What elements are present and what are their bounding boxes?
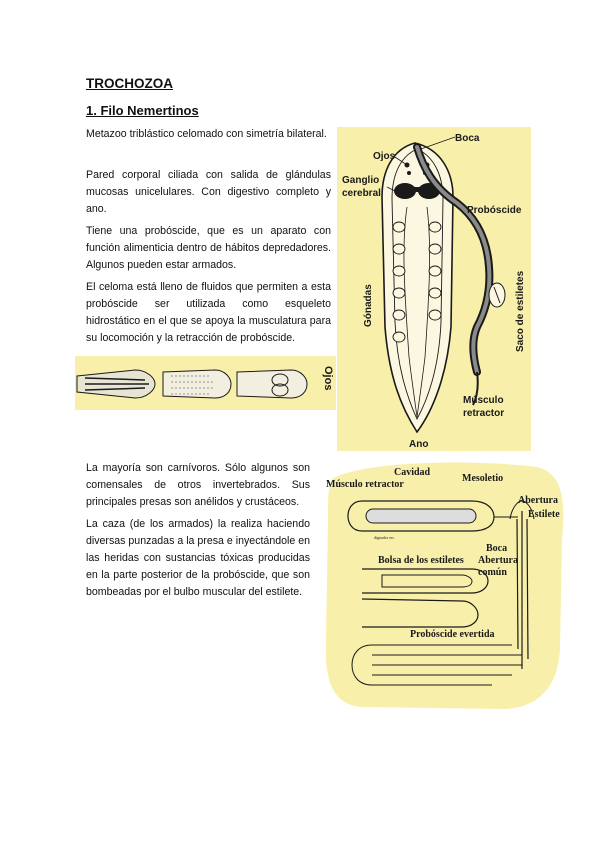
- paragraph-2: Pared corporal ciliada con salida de glá…: [86, 169, 331, 215]
- paragraph-6: La caza (de los armados) la realiza haci…: [86, 518, 310, 598]
- label-mesoletio: Mesoletio: [462, 473, 503, 484]
- paragraph-4: El celoma está lleno de fluidos que perm…: [86, 281, 331, 344]
- page-title: TROCHOZOA: [86, 76, 173, 91]
- paragraph-3: Tiene una probóscide, que es un aparato …: [86, 225, 331, 271]
- proboscis-figure: Cavidad Músculo retractor Mesoletio Aber…: [325, 462, 564, 709]
- label-estilete: Estilete: [528, 509, 560, 520]
- section-heading: 1. Filo Nemertinos: [86, 103, 199, 118]
- label-ano: Ano: [409, 439, 428, 450]
- label-proboscide-evertida: Probóscide evertida: [410, 629, 495, 640]
- label-bolsa-estiletes: Bolsa de los estiletes: [378, 555, 464, 566]
- label-boca-2: Boca: [486, 543, 507, 554]
- label-small: dignador ers: [374, 535, 394, 540]
- head-views-figure: Ojos: [75, 356, 336, 410]
- label-cavidad: Cavidad: [394, 467, 431, 478]
- label-musculo-retractor-2: Músculo retractor: [326, 479, 404, 490]
- label-boca: Boca: [455, 133, 480, 144]
- label-gonadas: Gónadas: [363, 284, 374, 327]
- label-ojos-heads: Ojos: [322, 366, 334, 390]
- paragraph-5: La mayoría son carnívoros. Sólo algunos …: [86, 462, 310, 508]
- label-saco-estiletes: Saco de estiletes: [515, 270, 526, 352]
- label-proboscide: Probóscide: [467, 205, 522, 216]
- label-abertura: Abertura: [518, 495, 558, 506]
- paragraph-1: Metazoo triblástico celomado con simetrí…: [86, 128, 327, 140]
- label-ojos: Ojos: [373, 151, 396, 162]
